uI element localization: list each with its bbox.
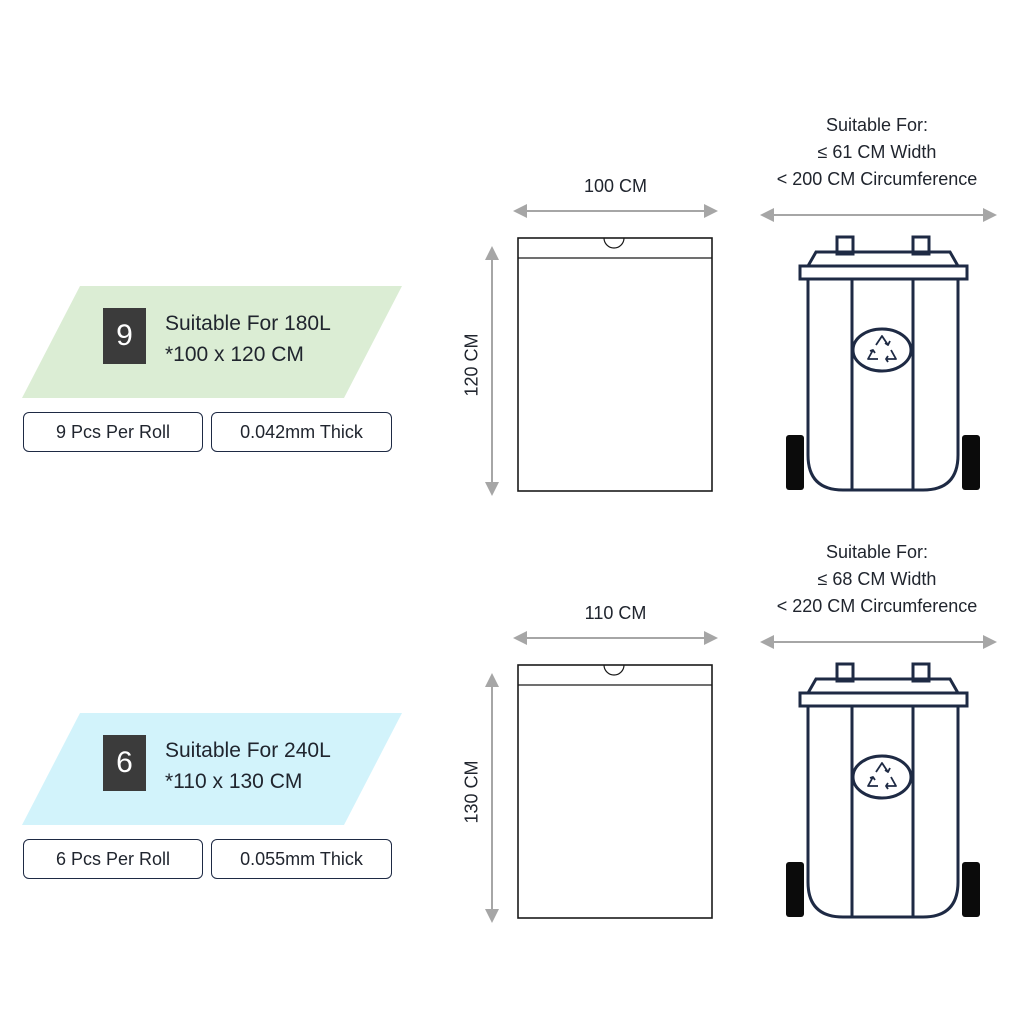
suitable-width: ≤ 61 CM Width — [817, 142, 937, 162]
bag-height-label: 130 CM — [461, 760, 482, 824]
capacity-text: Suitable For 240L *110 x 130 CM — [165, 735, 331, 797]
bag-outline-icon — [517, 237, 713, 492]
rolls-count-badge: 9 — [103, 308, 146, 364]
bag-height-label: 120 CM — [461, 333, 482, 397]
suitable-circumference: < 220 CM Circumference — [776, 596, 978, 616]
product-card-180l: 9 Suitable For 180L *100 x 120 CM 9 Pcs … — [0, 110, 1024, 540]
recycle-icon — [867, 335, 897, 363]
suitable-width: ≤ 68 CM Width — [817, 569, 937, 589]
thickness-badge: 0.055mm Thick — [211, 839, 392, 879]
capacity-text: Suitable For 180L *100 x 120 CM — [165, 308, 331, 370]
suitable-for-title: Suitable For: — [825, 115, 929, 135]
size-label: *110 x 130 CM — [165, 770, 303, 793]
recycle-icon — [867, 762, 897, 790]
suitable-for-title: Suitable For: — [825, 542, 929, 562]
bag-width-label: 110 CM — [584, 603, 647, 623]
bag-width-label: 100 CM — [583, 176, 648, 196]
bag-and-bin-drawing — [485, 631, 997, 923]
capacity-banner: 6 Suitable For 240L *110 x 130 CM — [22, 713, 402, 825]
suitable-circumference: < 200 CM Circumference — [776, 169, 978, 189]
pcs-per-roll-badge: 6 Pcs Per Roll — [23, 839, 203, 879]
wheelie-bin-icon — [786, 662, 980, 919]
suitable-for-block: Suitable For: ≤ 61 CM Width < 200 CM Cir… — [757, 112, 997, 193]
capacity-label: Suitable For 180L — [165, 312, 331, 335]
capacity-banner: 9 Suitable For 180L *100 x 120 CM — [22, 286, 402, 398]
suitable-for-block: Suitable For: ≤ 68 CM Width < 220 CM Cir… — [757, 539, 997, 620]
bag-outline-icon — [517, 664, 713, 919]
capacity-label: Suitable For 240L — [165, 739, 331, 762]
wheelie-bin-icon — [786, 235, 980, 492]
size-label: *100 x 120 CM — [165, 343, 304, 366]
product-card-240l: 6 Suitable For 240L *110 x 130 CM 6 Pcs … — [0, 537, 1024, 967]
rolls-count-badge: 6 — [103, 735, 146, 791]
pcs-per-roll-badge: 9 Pcs Per Roll — [23, 412, 203, 452]
bag-and-bin-drawing — [485, 204, 997, 496]
thickness-badge: 0.042mm Thick — [211, 412, 392, 452]
